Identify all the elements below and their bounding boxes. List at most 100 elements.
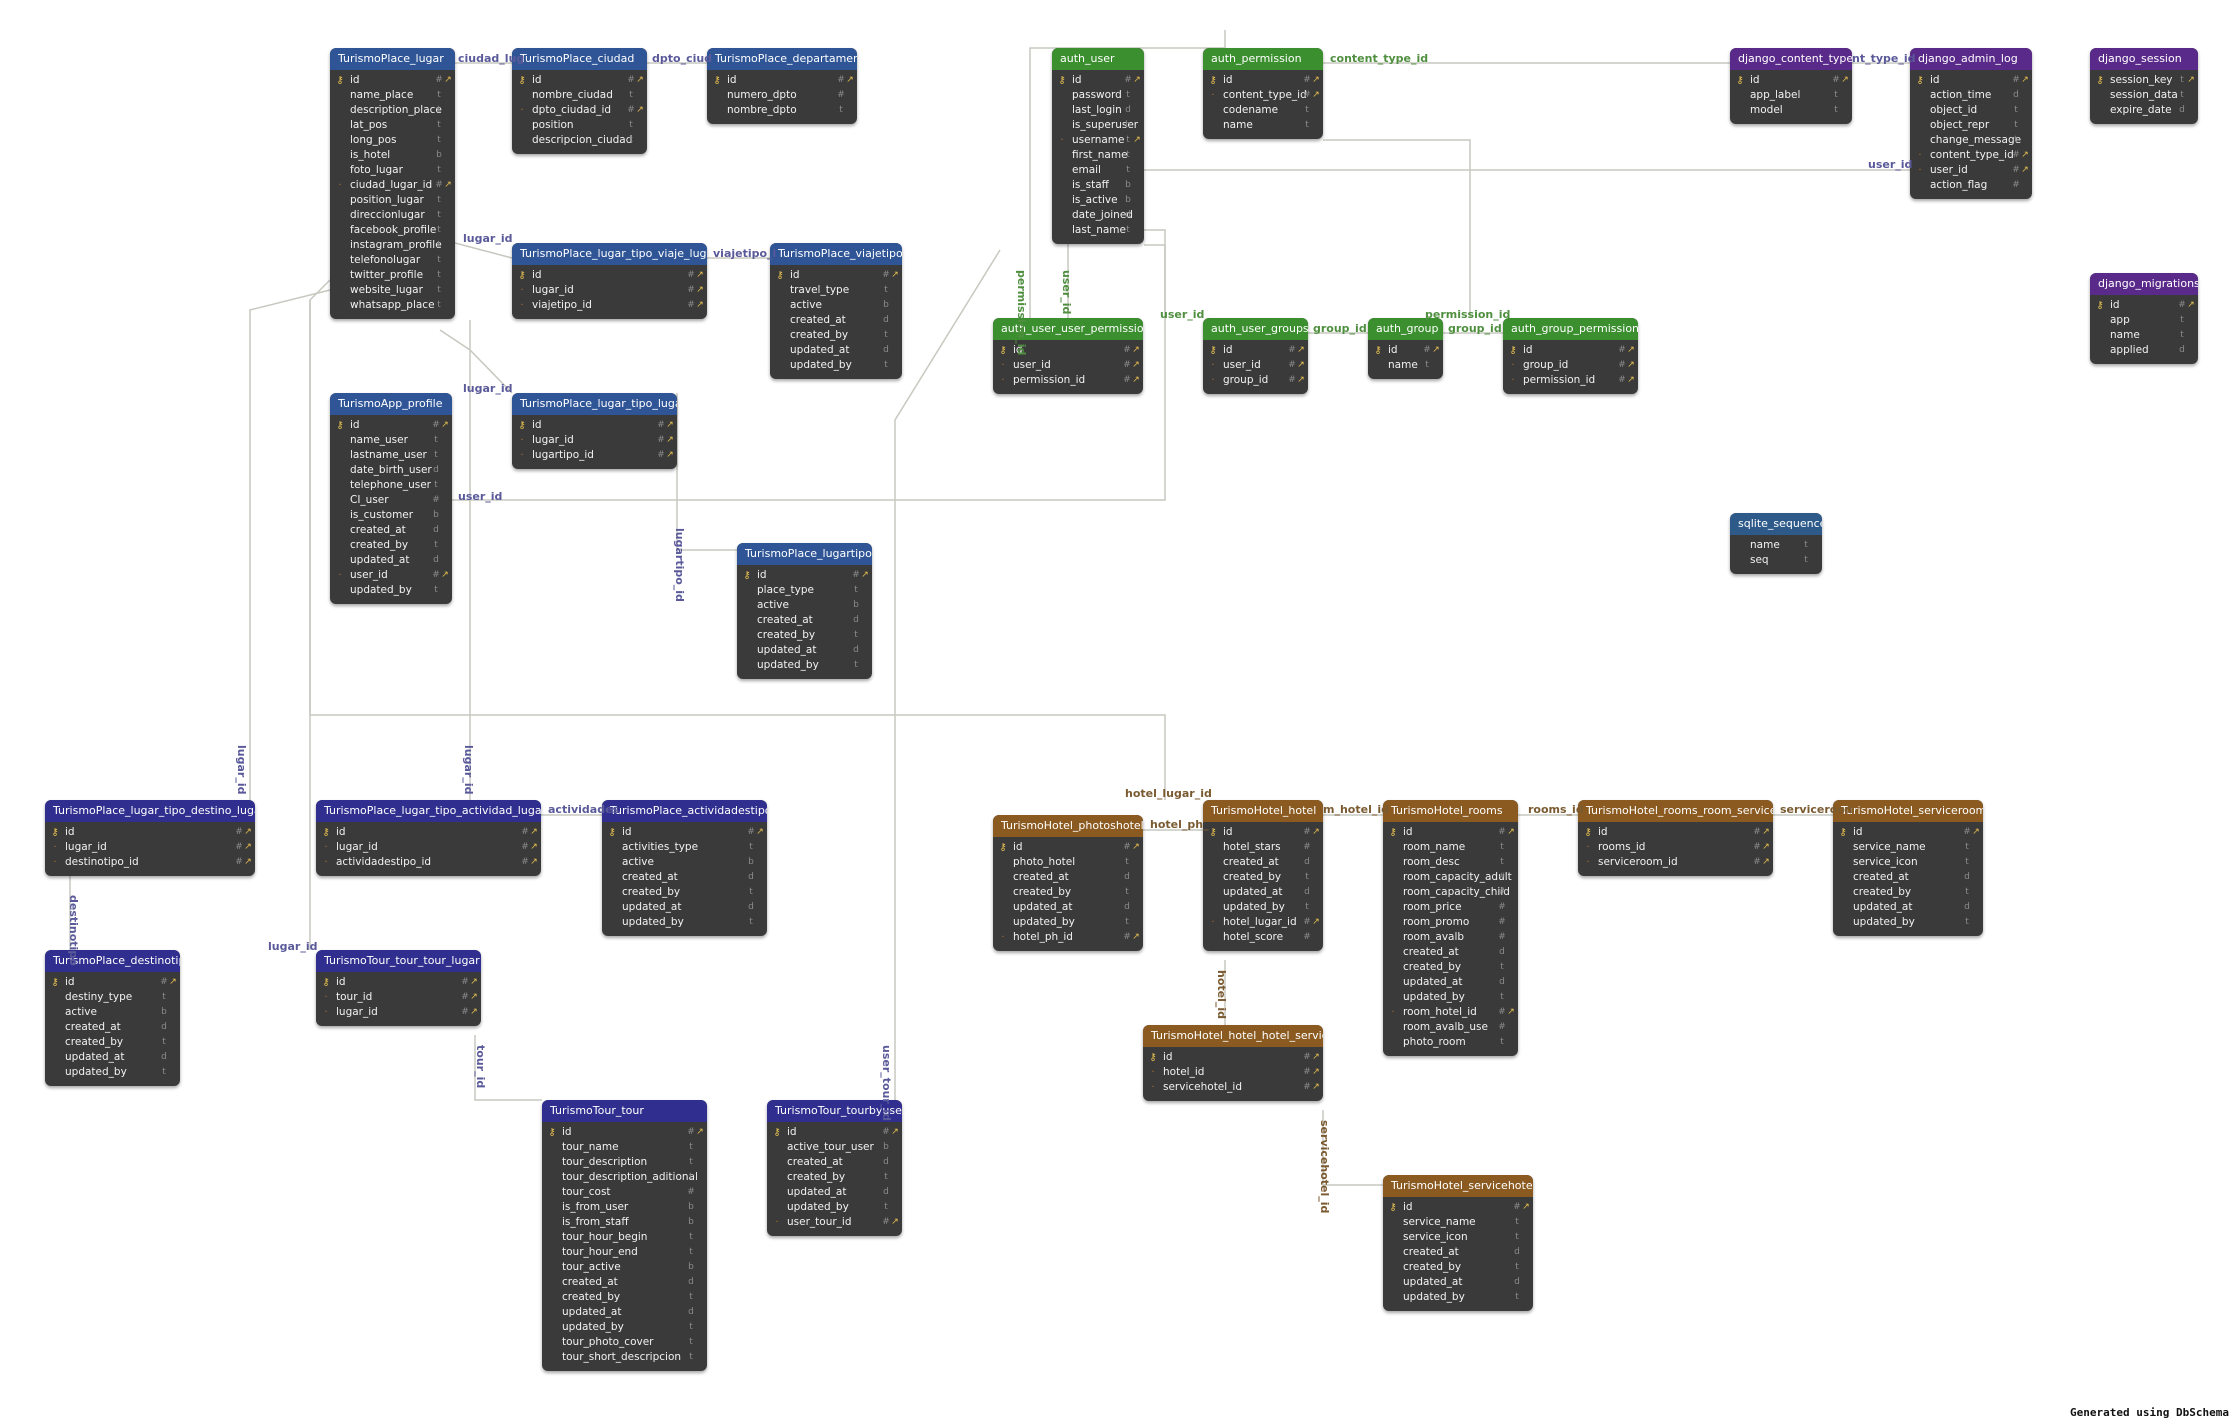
column-row[interactable]: ⚷id#↗ [316, 825, 541, 840]
table-ltal[interactable]: TurismoPlace_lugar_tipo_actividad_lugar⚷… [316, 800, 541, 876]
column-row[interactable]: ·group_id#↗ [1503, 358, 1638, 373]
column-row[interactable]: ·user_id#↗ [330, 568, 452, 583]
column-row[interactable]: ·lugar_id#↗ [316, 840, 541, 855]
table-header[interactable]: TurismoHotel_serviceroom [1833, 800, 1983, 822]
column-row[interactable]: ⚷id#↗ [1910, 73, 2032, 88]
table-header[interactable]: TurismoTour_tour_tour_lugar [316, 950, 481, 972]
column-row[interactable]: ⚷id#↗ [330, 418, 452, 433]
table-hhs[interactable]: TurismoHotel_hotel_hotel_services⚷id#↗·h… [1143, 1025, 1323, 1101]
column-row[interactable]: ·user_id#↗ [1203, 358, 1308, 373]
table-header[interactable]: TurismoPlace_lugar [330, 48, 455, 70]
table-dpto[interactable]: TurismoPlace_departamento⚷id#↗numero_dpt… [707, 48, 857, 124]
column-row[interactable]: ⚷id#↗ [45, 825, 255, 840]
column-row[interactable]: ⚷id#↗ [1203, 825, 1323, 840]
column-row[interactable]: action_flag# [1910, 178, 2032, 193]
table-header[interactable]: TurismoHotel_hotel [1203, 800, 1323, 822]
table-header[interactable]: TurismoHotel_servicehotel [1383, 1175, 1533, 1197]
column-row[interactable]: ⚷id#↗ [993, 840, 1143, 855]
column-row[interactable]: ·user_id#↗ [1910, 163, 2032, 178]
column-row[interactable]: CI_user# [330, 493, 452, 508]
column-row[interactable]: ·lugar_id#↗ [316, 1005, 481, 1020]
column-row[interactable]: room_avalb# [1383, 930, 1518, 945]
column-row[interactable]: ·tour_id#↗ [316, 990, 481, 1005]
table-hotel[interactable]: TurismoHotel_hotel⚷id#↗hotel_stars#creat… [1203, 800, 1323, 951]
column-row[interactable]: ·lugartipo_id#↗ [512, 448, 677, 463]
column-row[interactable]: ·hotel_ph_id#↗ [993, 930, 1143, 945]
column-row[interactable]: ⚷id#↗ [542, 1125, 707, 1140]
column-row[interactable]: ⚷id#↗ [1383, 825, 1518, 840]
column-row[interactable]: ⚷id#↗ [1833, 825, 1983, 840]
column-row[interactable]: ·destinotipo_id#↗ [45, 855, 255, 870]
column-row[interactable]: ·actividadestipo_id#↗ [316, 855, 541, 870]
column-row[interactable]: ·dpto_ciudad_id#↗ [512, 103, 647, 118]
table-ttl[interactable]: TurismoTour_tour_tour_lugar⚷id#↗·tour_id… [316, 950, 481, 1026]
column-row[interactable]: ⚷id#↗ [1383, 1200, 1533, 1215]
table-actividades[interactable]: TurismoPlace_actividadestipo⚷id#↗activit… [602, 800, 767, 936]
table-header[interactable]: TurismoPlace_viajetipo [770, 243, 902, 265]
column-row[interactable]: ·ciudad_lugar_id#↗ [330, 178, 455, 193]
table-header[interactable]: auth_user_user_permissions [993, 318, 1143, 340]
column-row[interactable]: ·viajetipo_id#↗ [512, 298, 707, 313]
table-header[interactable]: TurismoPlace_lugartipo [737, 543, 872, 565]
table-header[interactable]: auth_user_groups [1203, 318, 1308, 340]
